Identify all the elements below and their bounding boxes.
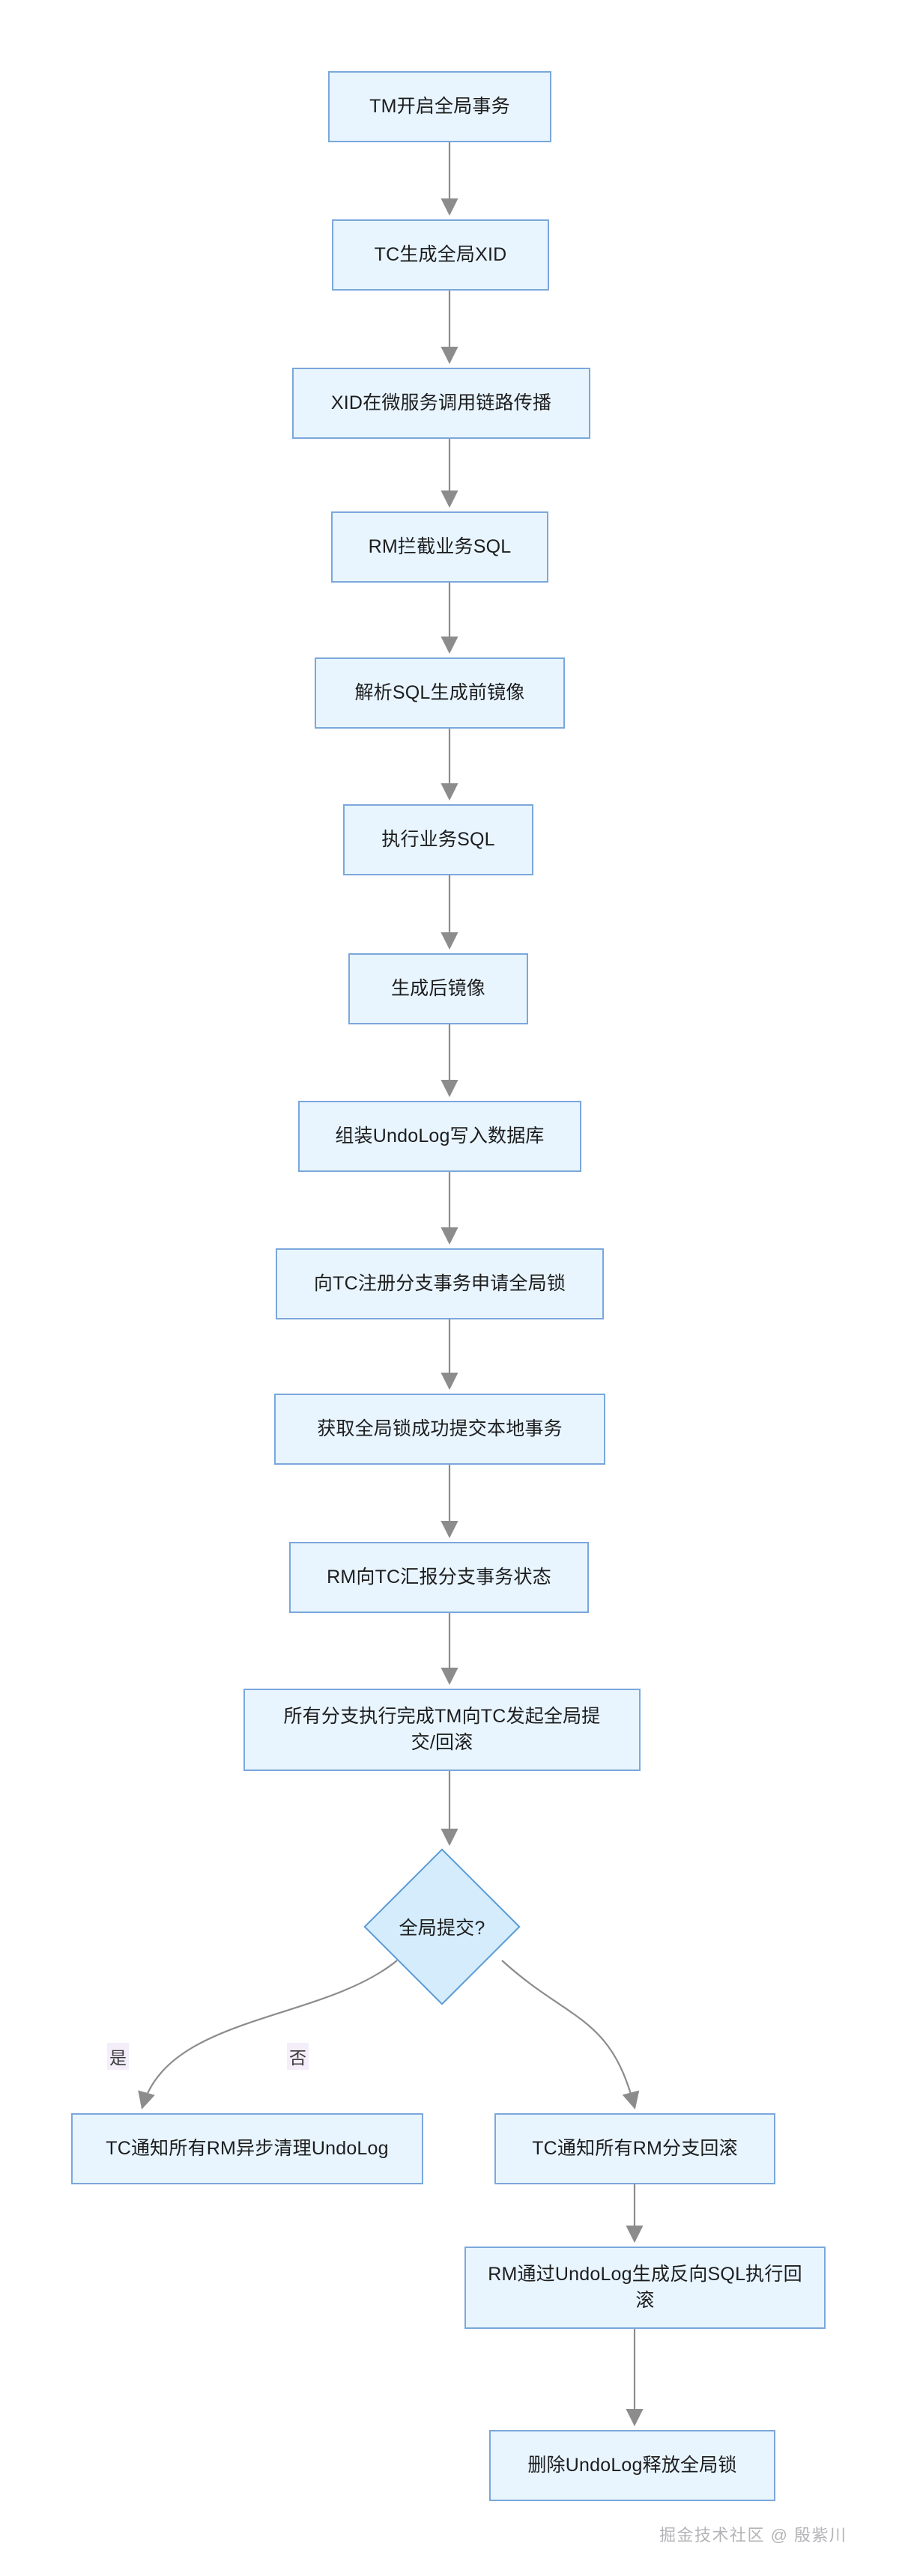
node-label: 执行业务SQL	[381, 828, 495, 850]
node-acquire-lock-commit-local[interactable]: 获取全局锁成功提交本地事务	[274, 1394, 605, 1465]
edge-label-text: 否	[289, 2048, 307, 2068]
node-label: 删除UndoLog释放全局锁	[527, 2454, 737, 2476]
watermark: 掘金技术社区 @ 殷紫川	[659, 2522, 847, 2546]
node-label: 生成后镜像	[390, 977, 485, 999]
node-parse-sql-before-image[interactable]: 解析SQL生成前镜像	[315, 657, 565, 729]
node-label: XID在微服务调用链路传播	[330, 392, 552, 413]
node-tc-notify-branch-rollback[interactable]: TC通知所有RM分支回滚	[494, 2113, 775, 2184]
node-label: 获取全局锁成功提交本地事务	[317, 1418, 563, 1439]
edge-d1-n13-yes	[142, 1960, 398, 2107]
edge-d1-n14-no	[501, 1960, 635, 2107]
edge-label-yes: 是	[107, 2043, 130, 2070]
node-label: RM向TC汇报分支事务状态	[327, 1566, 551, 1588]
node-rm-intercept-sql[interactable]: RM拦截业务SQL	[331, 511, 548, 583]
decision-global-commit[interactable]: 全局提交?	[363, 1848, 521, 2005]
edge-label-text: 是	[109, 2048, 127, 2068]
decision-label: 全局提交?	[399, 1918, 485, 1939]
watermark-text: 掘金技术社区 @ 殷紫川	[659, 2526, 847, 2545]
node-rm-report-branch-status[interactable]: RM向TC汇报分支事务状态	[289, 1542, 589, 1613]
edge-label-no: 否	[287, 2043, 309, 2070]
node-generate-after-image[interactable]: 生成后镜像	[348, 953, 528, 1024]
node-label: RM通过UndoLog生成反向SQL执行回 滚	[488, 2263, 802, 2312]
node-tc-notify-async-clean-undolog[interactable]: TC通知所有RM异步清理UndoLog	[71, 2113, 423, 2184]
node-register-branch-apply-lock[interactable]: 向TC注册分支事务申请全局锁	[276, 1248, 604, 1319]
node-tm-initiate-commit-or-rollback[interactable]: 所有分支执行完成TM向TC发起全局提 交/回滚	[243, 1689, 641, 1771]
node-delete-undolog-release-lock[interactable]: 删除UndoLog释放全局锁	[489, 2430, 775, 2501]
node-label: 解析SQL生成前镜像	[354, 681, 525, 703]
node-assemble-undolog[interactable]: 组装UndoLog写入数据库	[298, 1101, 581, 1172]
node-label: TC生成全局XID	[374, 243, 507, 265]
node-tc-generate-xid[interactable]: TC生成全局XID	[332, 219, 549, 291]
node-xid-propagate[interactable]: XID在微服务调用链路传播	[292, 368, 590, 439]
node-label: 向TC注册分支事务申请全局锁	[313, 1272, 566, 1294]
node-rm-reverse-sql-rollback[interactable]: RM通过UndoLog生成反向SQL执行回 滚	[464, 2247, 826, 2329]
node-tm-begin-global-transaction[interactable]: TM开启全局事务	[328, 71, 551, 142]
node-label: 所有分支执行完成TM向TC发起全局提 交/回滚	[283, 1705, 601, 1754]
node-label: TC通知所有RM异步清理UndoLog	[106, 2137, 389, 2159]
node-execute-business-sql[interactable]: 执行业务SQL	[343, 804, 533, 875]
node-label: TC通知所有RM分支回滚	[532, 2137, 738, 2159]
node-label: TM开启全局事务	[369, 95, 510, 117]
node-label: RM拦截业务SQL	[368, 535, 512, 557]
node-label: 组装UndoLog写入数据库	[335, 1125, 545, 1146]
